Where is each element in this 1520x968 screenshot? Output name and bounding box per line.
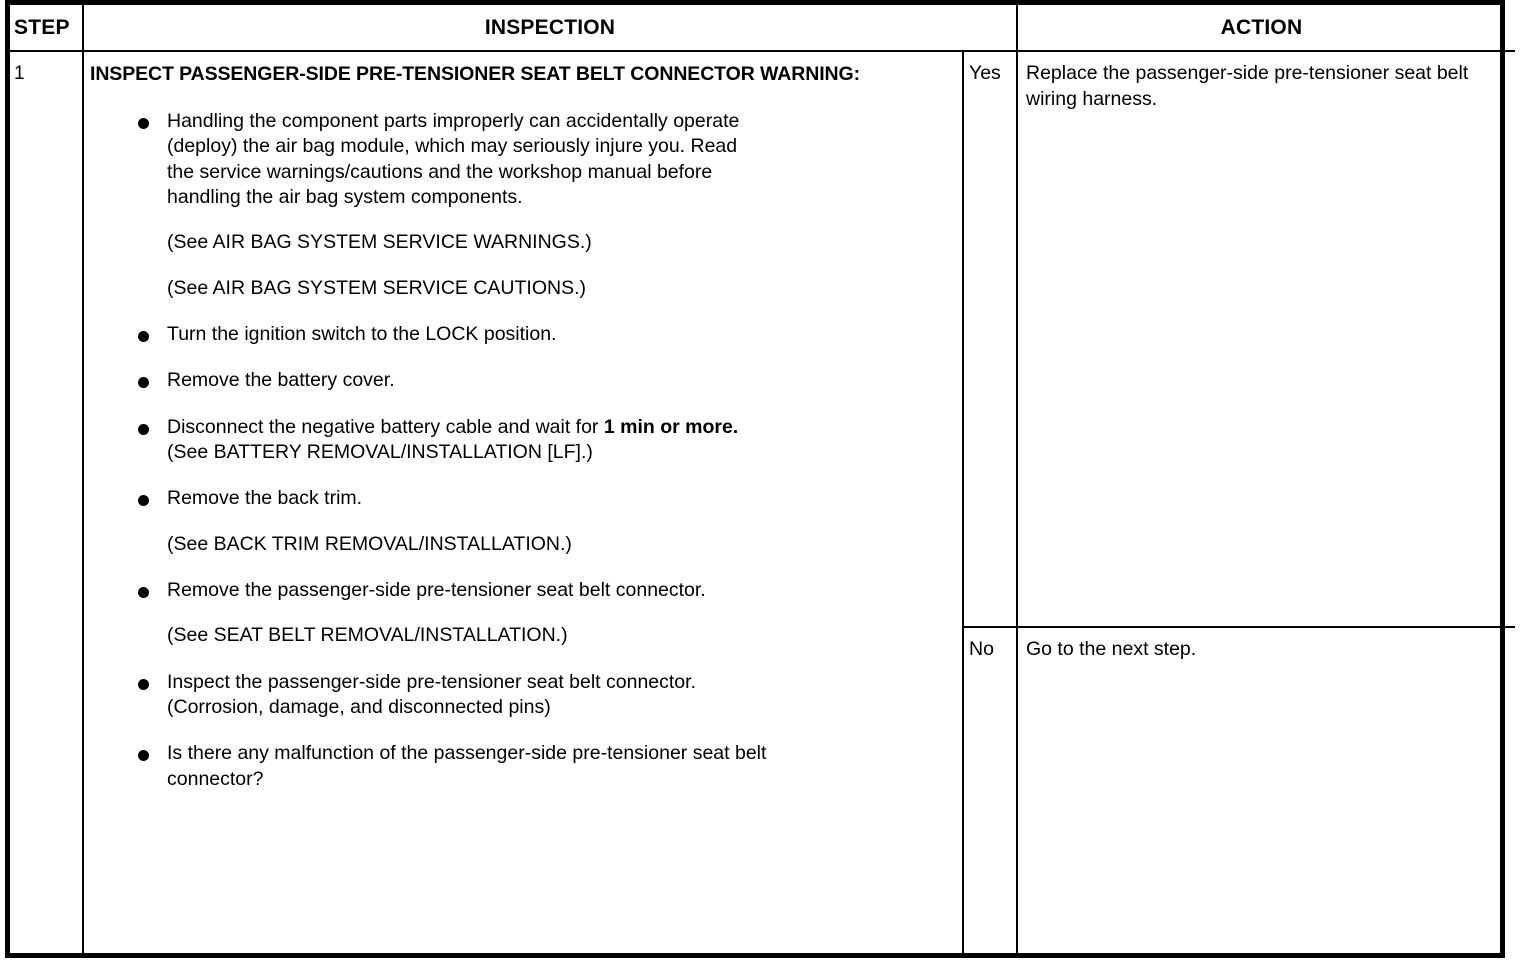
column-divider-step (82, 5, 84, 953)
action-yes-line-2: seat belt wiring harness. (1026, 62, 1469, 110)
instruction-line: Turn the ignition switch to the LOCK pos… (167, 322, 557, 345)
instruction-line: (Corrosion, damage, and disconnected pin… (167, 696, 551, 719)
inspection-step-list: Handling the component parts improperly … (90, 109, 952, 792)
instruction-line: Is there any malfunction of the passenge… (167, 742, 767, 765)
reference-note: (See AIR BAG SYSTEM SERVICE CAUTIONS.) (90, 276, 952, 301)
column-divider-yesno (962, 50, 964, 953)
instruction-bullet: Remove the battery cover. (90, 368, 952, 393)
result-label-yes: Yes (969, 62, 1001, 84)
instruction-line: Remove the passenger-side pre-tensioner … (167, 579, 706, 602)
reference-line: (See BACK TRIM REMOVAL/INSTALLATION.) (167, 532, 572, 555)
action-yes-line-1: Replace the passenger-side pre-tensioner (1026, 62, 1390, 84)
instruction-line: handling the air bag system components. (167, 185, 523, 208)
instruction-line: connector? (167, 767, 264, 790)
instruction-bullet: Remove the back trim. (90, 486, 952, 511)
reference-line: (See AIR BAG SYSTEM SERVICE WARNINGS.) (167, 231, 592, 254)
reference-line: (See AIR BAG SYSTEM SERVICE CAUTIONS.) (167, 276, 586, 299)
action-text-yes: Replace the passenger-side pre-tensioner… (1018, 52, 1505, 112)
instruction-line: (deploy) the air bag module, which may s… (167, 135, 738, 158)
inspection-title-line-2: WARNING: (760, 63, 860, 85)
instruction-line: the service warnings/cautions and the wo… (167, 160, 713, 183)
header-inspection: INSPECTION (484, 15, 616, 39)
plain-text: Disconnect the negative battery cable an… (167, 415, 604, 438)
instruction-bullet: Remove the passenger-side pre-tensioner … (90, 578, 952, 603)
inspection-cell: INSPECT PASSENGER-SIDE PRE-TENSIONER SEA… (84, 52, 962, 953)
reference-note: (See BACK TRIM REMOVAL/INSTALLATION.) (90, 532, 952, 557)
header-step: STEP (14, 15, 70, 39)
instruction-bullet: Disconnect the negative battery cable an… (90, 415, 952, 466)
instruction-line: Remove the battery cover. (167, 369, 395, 392)
instruction-line: Handling the component parts improperly … (167, 109, 740, 132)
inspection-title: INSPECT PASSENGER-SIDE PRE-TENSIONER SEA… (90, 61, 952, 88)
reference-line: (See SEAT BELT REMOVAL/INSTALLATION.) (167, 624, 568, 647)
yes-no-row-divider (962, 626, 1515, 628)
header-action: ACTION (1220, 15, 1303, 39)
reference-note: (See AIR BAG SYSTEM SERVICE WARNINGS.) (90, 230, 952, 255)
plain-text: (See BATTERY REMOVAL/INSTALLATION [LF].) (167, 441, 593, 463)
header-row-divider (5, 50, 1515, 52)
instruction-line: Inspect the passenger-side pre-tensioner… (167, 670, 696, 693)
instruction-bullet: Inspect the passenger-side pre-tensioner… (90, 670, 952, 721)
emphasis-text: 1 min or more. (603, 415, 739, 438)
step-number: 1 (14, 63, 25, 84)
instruction-line: (See BATTERY REMOVAL/INSTALLATION [LF].) (167, 440, 952, 465)
instruction-bullet: Is there any malfunction of the passenge… (90, 741, 952, 792)
instruction-line: Remove the back trim. (167, 487, 363, 510)
result-label-no: No (969, 638, 994, 660)
instruction-bullet: Handling the component parts improperly … (90, 109, 952, 210)
column-divider-action (1016, 5, 1018, 953)
table-outer-border (5, 0, 1505, 958)
inspection-title-line-1: INSPECT PASSENGER-SIDE PRE-TENSIONER SEA… (90, 63, 755, 85)
reference-note: (See SEAT BELT REMOVAL/INSTALLATION.) (90, 623, 952, 648)
instruction-bullet: Turn the ignition switch to the LOCK pos… (90, 322, 952, 347)
action-text-no: Go to the next step. (1018, 628, 1505, 663)
action-no-line-1: Go to the next step. (1026, 638, 1197, 660)
instruction-line: Disconnect the negative battery cable an… (167, 415, 952, 440)
